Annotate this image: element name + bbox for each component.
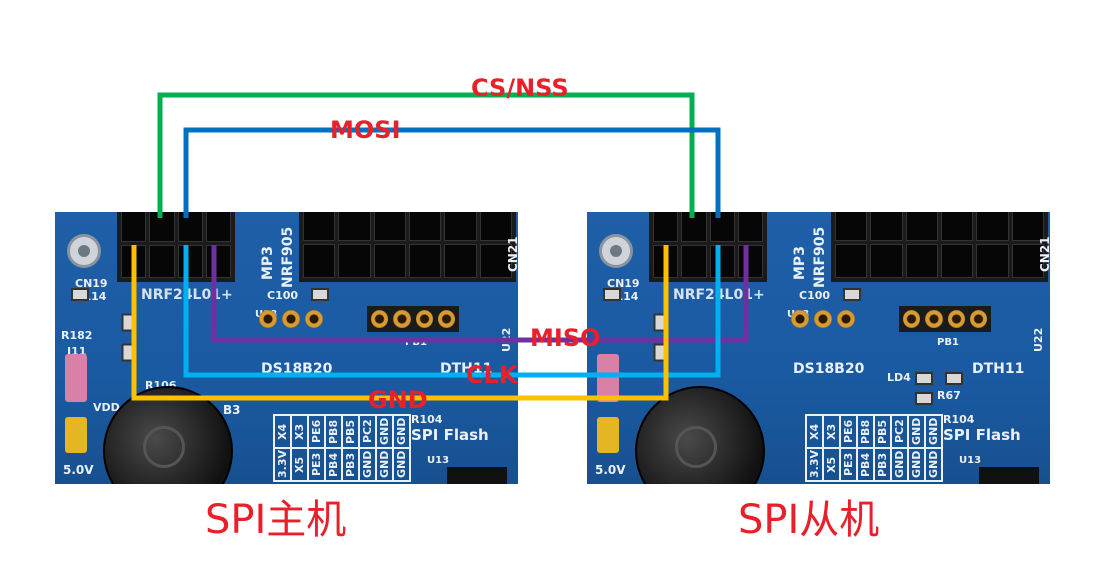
silk-vdd: VDD (93, 401, 120, 414)
ds18b20-pads (791, 310, 855, 328)
silk-b3: B3 (223, 403, 241, 417)
smd-part (71, 288, 89, 301)
silk-r67: R67 (937, 389, 961, 402)
nrf24l01-header (117, 212, 235, 282)
smd-part (915, 392, 933, 405)
flash-chip (447, 467, 507, 484)
wire-label-mosi: MOSI (330, 116, 401, 144)
flash-chip (979, 467, 1039, 484)
wire-label-clk: CLK (466, 361, 518, 389)
silk-spi-flash: SPI Flash (411, 426, 489, 444)
cs-nss-wire (157, 92, 695, 218)
caption-slave: SPI从机 (738, 497, 880, 543)
silk-u13: U13 (959, 455, 982, 466)
silk-r114: R114 (75, 290, 107, 303)
gnd-wire (131, 245, 669, 401)
mounting-hole (599, 234, 633, 268)
silk-r106: R106 (145, 380, 176, 391)
jumper-pink (65, 354, 87, 402)
buzzer (103, 386, 233, 484)
wire-label-miso: MISO (530, 324, 601, 352)
wire-label-cs-nss: CS/NSS (471, 74, 569, 102)
nrf905-header (831, 212, 1048, 282)
smd-part (915, 372, 933, 385)
smd-part (311, 288, 329, 301)
silk-cn19: CN19 (607, 277, 640, 290)
buzzer (635, 386, 765, 484)
silk-spi-flash: SPI Flash (943, 426, 1021, 444)
pin-table: X4 X3 PE6 PB8 PB5 PC2 GND GND 3.3V X5 PE… (273, 414, 411, 482)
silk-pb1: PB1 (937, 337, 959, 348)
silk-ld4: LD4 (887, 371, 911, 384)
smd-part (945, 372, 963, 385)
silk-c100: C100 (799, 289, 831, 302)
silk-cn19: CN19 (75, 277, 108, 290)
caption-master: SPI主机 (205, 497, 347, 543)
jumper-yellow (65, 417, 87, 453)
silk-u13: U13 (427, 455, 450, 466)
clk-wire (183, 245, 721, 378)
silk-c100: C100 (267, 289, 299, 302)
silk-j11: J11 (67, 345, 87, 358)
silk-r104: R104 (943, 413, 975, 426)
dth11-pads (899, 306, 991, 332)
mounting-hole (67, 234, 101, 268)
silk-r104: R104 (411, 413, 443, 426)
slave-board-photo: CN19 R114 NRF24L01+ MP3 NRF905 CN21 C100… (587, 212, 1050, 484)
silk-5v: 5.0V (63, 463, 94, 477)
silk-r182: R182 (61, 329, 93, 342)
smd-part (603, 288, 621, 301)
silk-5v: 5.0V (595, 463, 626, 477)
miso-wire (211, 245, 749, 343)
dth11-pads (367, 306, 459, 332)
jumper-yellow (597, 417, 619, 453)
jumper-pink (597, 354, 619, 402)
silk-ds18b20: DS18B20 (793, 361, 865, 377)
smd-part (843, 288, 861, 301)
nrf905-header (299, 212, 516, 282)
ds18b20-pads (259, 310, 323, 328)
wire-label-gnd: GND (368, 386, 428, 414)
pin-table: X4 X3 PE6 PB8 PB5 PC2 GND GND 3.3V X5 PE… (805, 414, 943, 482)
silk-dth11: DTH11 (972, 361, 1025, 377)
silk-r114: R114 (607, 290, 639, 303)
mosi-wire (183, 127, 721, 218)
